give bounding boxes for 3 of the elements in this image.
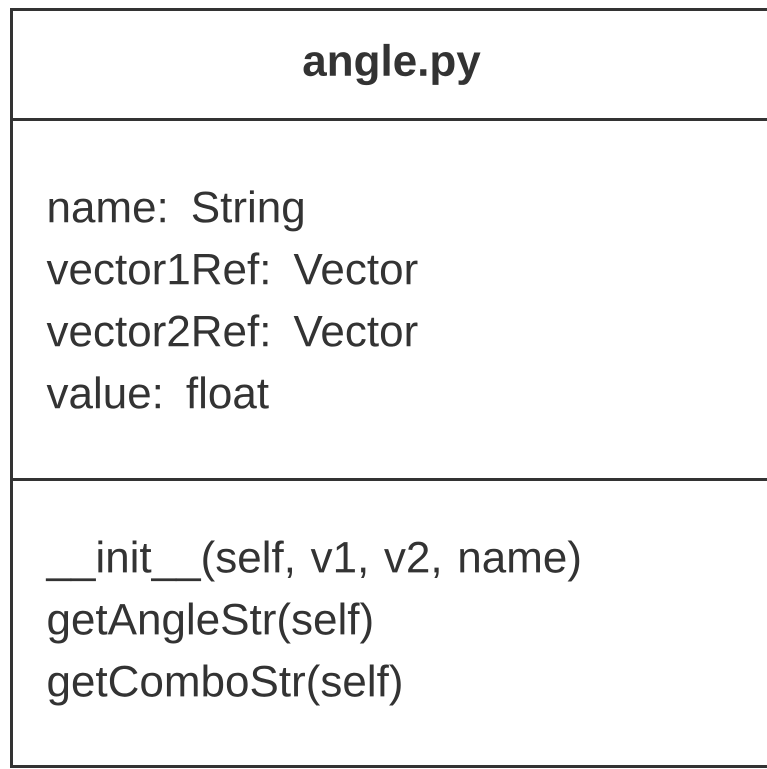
compartment-box: __init__(self, v1, v2, name) getAngleStr(self) getComboStr(self): [10, 478, 767, 768]
compartment-box: name: String vector1Ref: Vector vector2Ref: Vector value: float: [10, 118, 767, 481]
class-name-header: angle.py: [10, 8, 767, 121]
